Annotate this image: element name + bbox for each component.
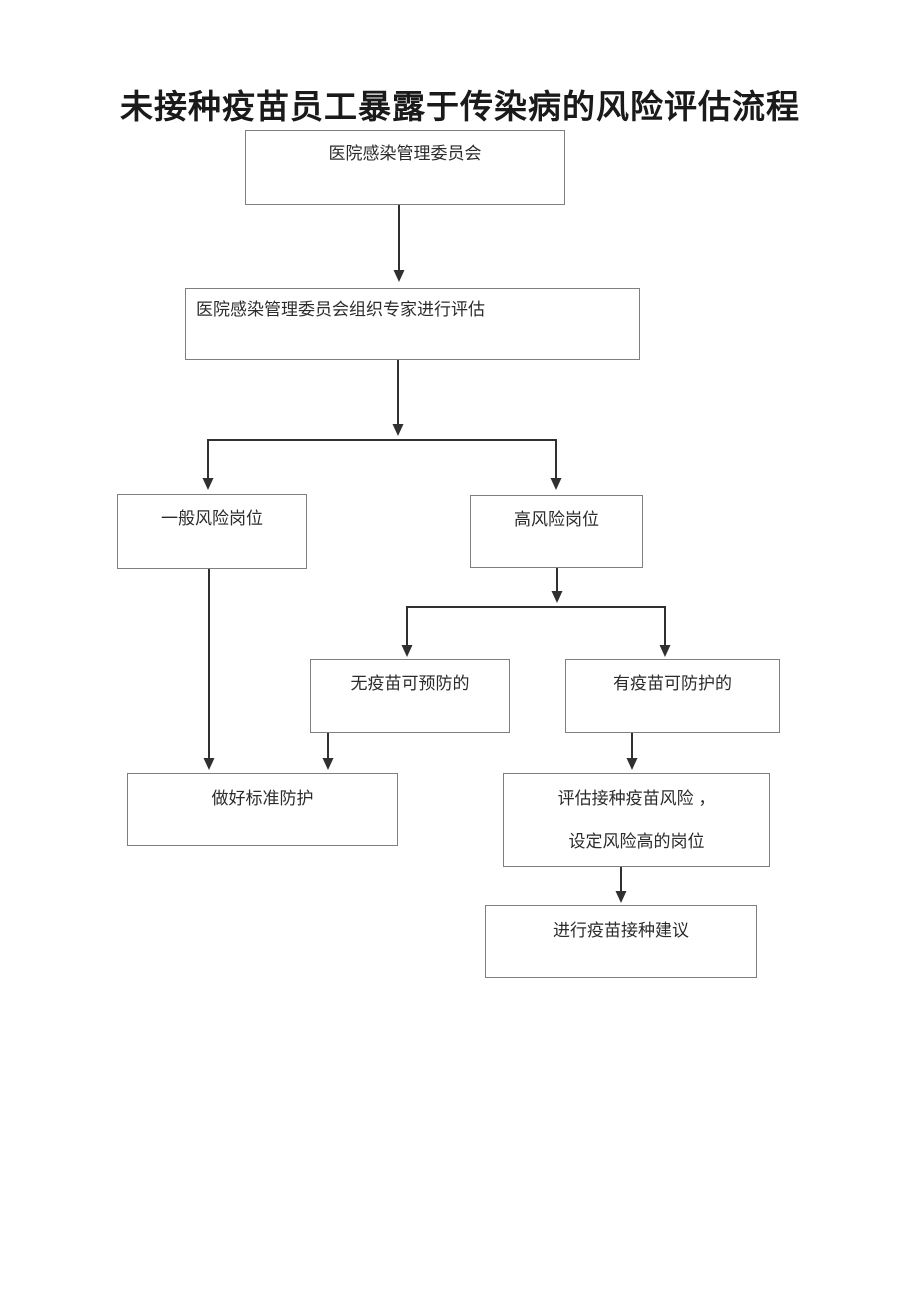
node-vaccine-protectable: 有疫苗可防护的 bbox=[565, 659, 780, 733]
node-general-risk-position: 一般风险岗位 bbox=[117, 494, 307, 569]
arrow-no-vaccine-to-standard bbox=[322, 733, 334, 770]
arrow-junction-to-high-risk bbox=[550, 439, 562, 490]
arrow-junction2-to-no-vaccine bbox=[401, 606, 413, 657]
node-infection-committee: 医院感染管理委员会 bbox=[245, 130, 565, 205]
arrow-general-to-standard bbox=[203, 569, 215, 770]
node-no-vaccine-preventable: 无疫苗可预防的 bbox=[310, 659, 510, 733]
arrow-junction2-to-has-vaccine bbox=[659, 606, 671, 657]
node-assess-vaccine-risk: 评估接种疫苗风险 ， 设定风险高的岗位 bbox=[503, 773, 770, 867]
arrow-assess-to-recommend bbox=[615, 867, 627, 903]
node-standard-protection: 做好标准防护 bbox=[127, 773, 398, 846]
node-assess-line2: 设定风险高的岗位 bbox=[568, 832, 705, 851]
arrow-has-vaccine-to-assess bbox=[626, 733, 638, 770]
node-organize-expert-assessment: 医院感染管理委员会组织专家进行评估 bbox=[185, 288, 640, 360]
node-high-risk-position: 高风险岗位 bbox=[470, 495, 643, 568]
node-vaccination-recommendation: 进行疫苗接种建议 bbox=[485, 905, 757, 978]
arrow-committee-to-organize bbox=[393, 205, 405, 282]
node-assess-line1: 评估接种疫苗风险 ， bbox=[557, 789, 716, 808]
arrow-junction-to-general-risk bbox=[202, 439, 214, 490]
page-title: 未接种疫苗员工暴露于传染病的风险评估流程 bbox=[120, 88, 800, 125]
arrow-organize-to-junction bbox=[208, 360, 556, 441]
arrow-high-to-junction2 bbox=[407, 568, 665, 608]
